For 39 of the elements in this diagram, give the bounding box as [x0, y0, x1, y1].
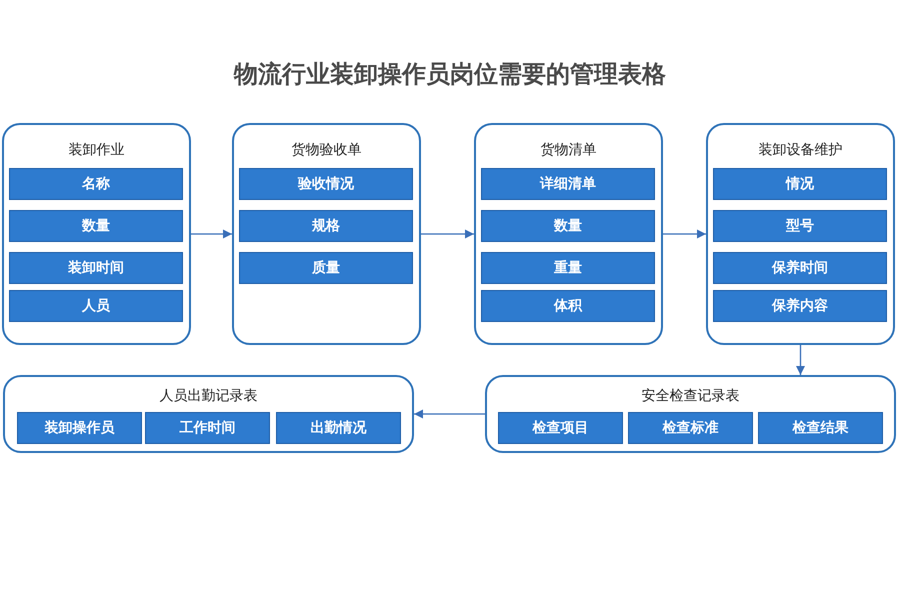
field-bar: 重量: [481, 252, 655, 284]
field-bar: 保养内容: [713, 290, 887, 322]
panel: [2, 123, 191, 345]
diagram-title: 物流行业装卸操作员岗位需要的管理表格: [232, 59, 667, 90]
panel: [706, 123, 895, 345]
field-bar: 人员: [9, 290, 183, 322]
arrow: [191, 229, 232, 239]
panel-heading: 货物验收单: [290, 141, 362, 159]
panel: [474, 123, 663, 345]
field-bar: 型号: [713, 210, 887, 242]
field-bar: 检查项目: [498, 412, 623, 444]
field-bar: 工作时间: [145, 412, 270, 444]
field-bar: 情况: [713, 168, 887, 200]
field-bar: 规格: [239, 210, 413, 242]
panel: [485, 375, 896, 453]
field-bar: 质量: [239, 252, 413, 284]
field-bar: 数量: [481, 210, 655, 242]
field-bar: 检查结果: [758, 412, 883, 444]
panel-heading: 装卸作业: [68, 141, 126, 159]
field-bar: 详细清单: [481, 168, 655, 200]
field-bar: 装卸操作员: [17, 412, 142, 444]
field-bar: 验收情况: [239, 168, 413, 200]
panel-heading: 人员出勤记录表: [158, 387, 258, 405]
panel: [3, 375, 414, 453]
field-bar: 检查标准: [628, 412, 753, 444]
field-bar: 保养时间: [713, 252, 887, 284]
arrow: [796, 345, 806, 375]
field-bar: 体积: [481, 290, 655, 322]
field-bar: 装卸时间: [9, 252, 183, 284]
panel-heading: 货物清单: [540, 141, 598, 159]
panel-heading: 安全检查记录表: [640, 387, 740, 405]
arrow: [414, 409, 485, 419]
field-bar: 名称: [9, 168, 183, 200]
field-bar: 数量: [9, 210, 183, 242]
field-bar: 出勤情况: [276, 412, 401, 444]
panel-heading: 装卸设备维护: [758, 141, 844, 159]
panel: [232, 123, 421, 345]
arrow: [421, 229, 474, 239]
arrow: [663, 229, 706, 239]
